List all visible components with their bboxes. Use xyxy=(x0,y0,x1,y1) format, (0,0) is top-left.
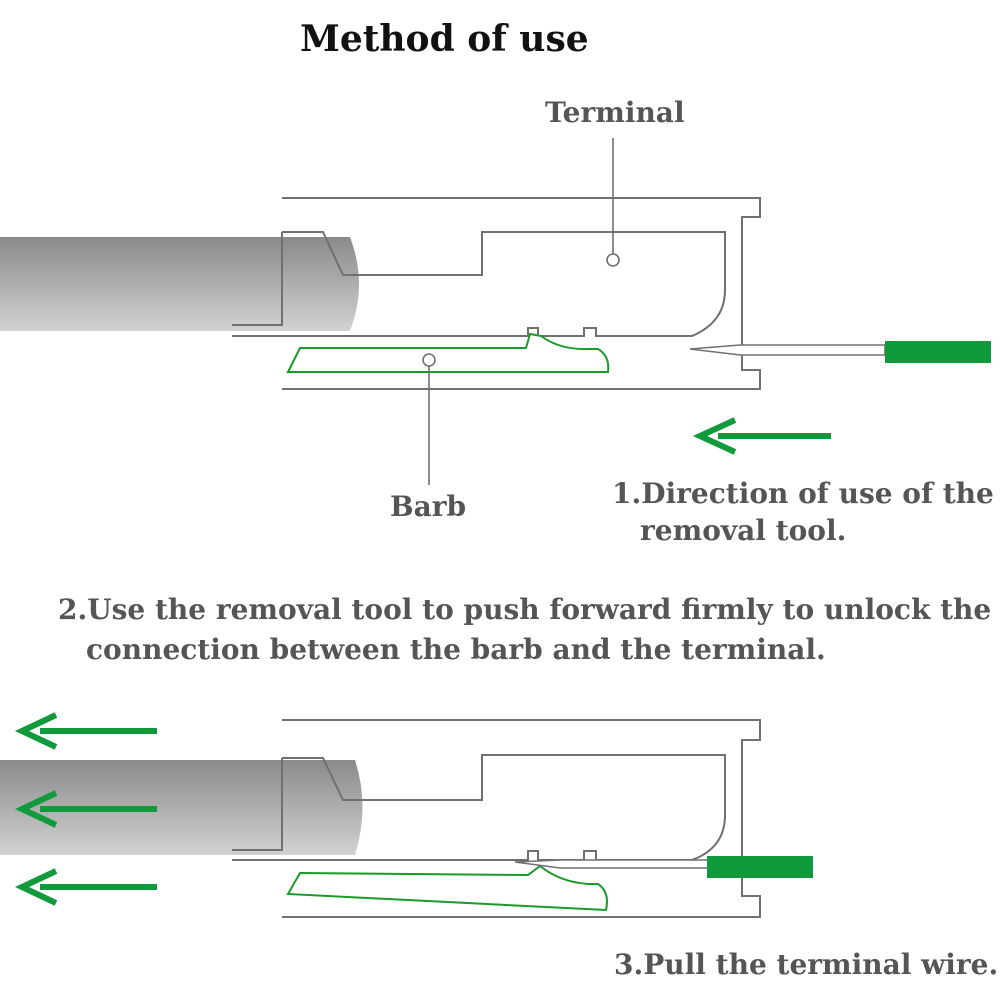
step-2-text-line-1: 2.Use the removal tool to push forward f… xyxy=(58,593,992,626)
step-2-text-line-2: connection between the barb and the term… xyxy=(86,633,826,666)
arrow-left-icon xyxy=(14,712,157,750)
terminal-body xyxy=(232,231,726,337)
removal-tool xyxy=(689,341,991,363)
barb-part xyxy=(286,864,608,912)
connector-housing xyxy=(282,197,761,390)
terminal-label: Terminal xyxy=(545,96,685,129)
step-3-text: 3.Pull the terminal wire. xyxy=(614,948,999,981)
diagram-step-1 xyxy=(0,138,991,485)
arrow-left-icon xyxy=(14,790,157,828)
barb-marker xyxy=(422,353,436,367)
page-title: Method of use xyxy=(300,18,589,60)
arrow-left-icon xyxy=(14,868,157,906)
wire-cable xyxy=(0,760,363,855)
connector-housing xyxy=(282,719,761,918)
diagram-step-3 xyxy=(0,712,813,918)
step-1-text-line-1: 1.Direction of use of the xyxy=(612,477,994,510)
terminal-marker xyxy=(606,253,620,267)
barb-label: Barb xyxy=(390,490,467,523)
removal-tool xyxy=(514,856,813,878)
step-1-text-line-2: removal tool. xyxy=(640,514,847,547)
wire-cable xyxy=(0,237,359,331)
arrow-left-icon xyxy=(692,417,831,455)
barb-part xyxy=(286,332,610,373)
